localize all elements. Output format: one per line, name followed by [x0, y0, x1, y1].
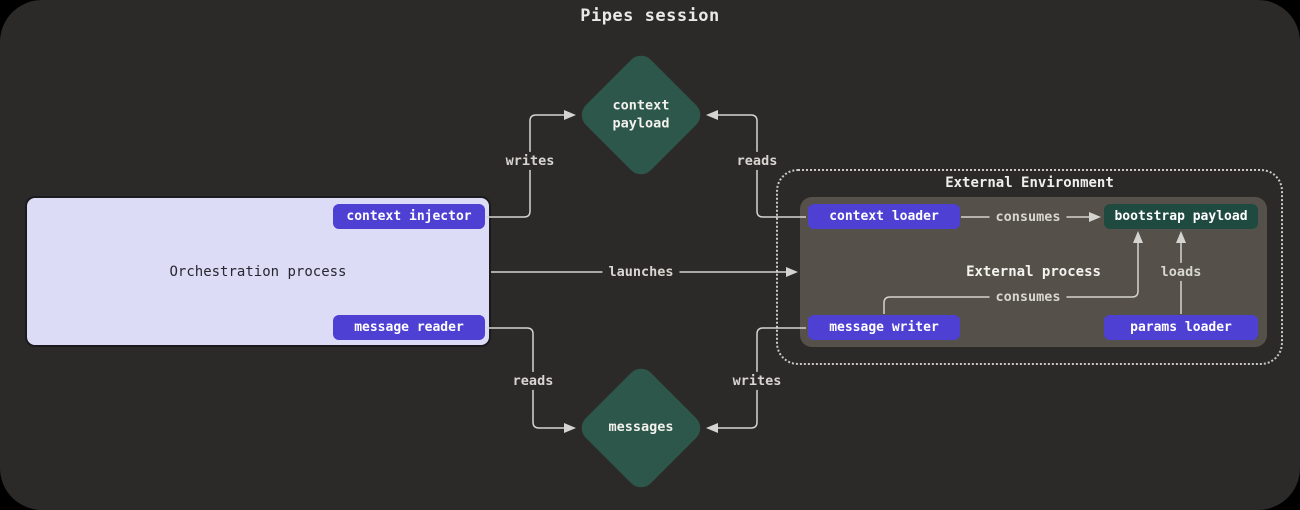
edge-label-reads-top: reads [730, 151, 784, 171]
context-payload-label: context payload [612, 97, 670, 131]
params-loader-node: params loader [1104, 315, 1258, 340]
external-environment-title: External Environment [945, 175, 1114, 191]
message-writer-node: message writer [808, 315, 960, 340]
edge-label-loads: loads [1154, 262, 1208, 282]
edge-label-writes-top: writes [499, 151, 561, 171]
diagram-title: Pipes session [580, 6, 720, 26]
context-loader-node: context loader [808, 204, 960, 229]
edge-label-reads-bottom: reads [506, 371, 560, 391]
edge-label-consumes-bottom: consumes [989, 287, 1067, 307]
external-process-label: External process [966, 264, 1101, 280]
edge-label-launches: launches [602, 262, 680, 282]
edge-label-writes-bottom: writes [726, 371, 788, 391]
bootstrap-payload-node: bootstrap payload [1104, 204, 1258, 229]
context-injector-node: context injector [333, 204, 485, 229]
message-reader-node: message reader [333, 315, 485, 340]
messages-label: messages [608, 419, 674, 436]
orchestration-process-label: Orchestration process [169, 264, 347, 280]
edge-label-consumes-top: consumes [989, 207, 1067, 227]
external-environment-box [776, 169, 1283, 365]
